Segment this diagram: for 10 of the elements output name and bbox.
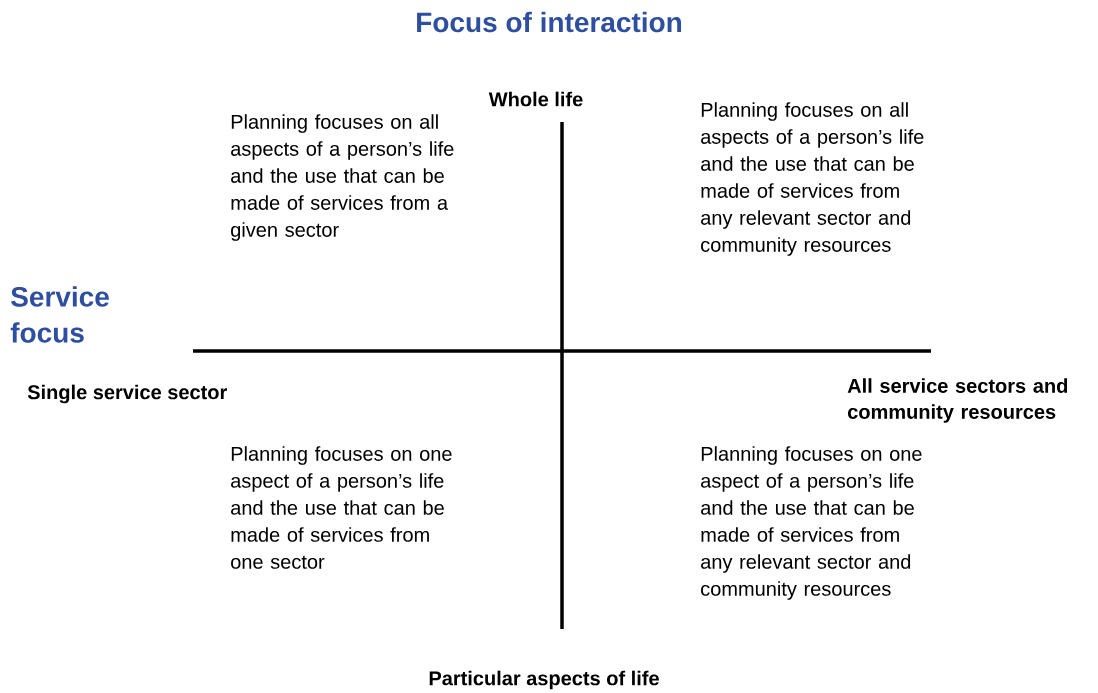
axis-title: Service focus: [10, 286, 109, 343]
quadrant-text: Planning focuses on all aspects of a person’s life and the use that can be made of services from any relevant sector and community resources: [701, 102, 924, 256]
axis-label: Particular aspects of life: [429, 670, 659, 690]
quadrant-text: Planning focuses on all aspects of a person’s life and the use that can be made of services from a given sector: [231, 114, 454, 241]
axis-title: Focus of interaction: [417, 11, 682, 33]
axis-label: Single service sector: [27, 384, 227, 404]
axis-label: All service sectors and community resources: [847, 378, 1068, 423]
quadrant-text: Planning focuses on one aspect of a person’s life and the use that can be made of services from any relevant sector and community resources: [701, 446, 922, 600]
quadrant-text: Planning focuses on one aspect of a person’s life and the use that can be made of services from one sector: [231, 446, 452, 569]
axis-label: Whole life: [488, 91, 583, 107]
